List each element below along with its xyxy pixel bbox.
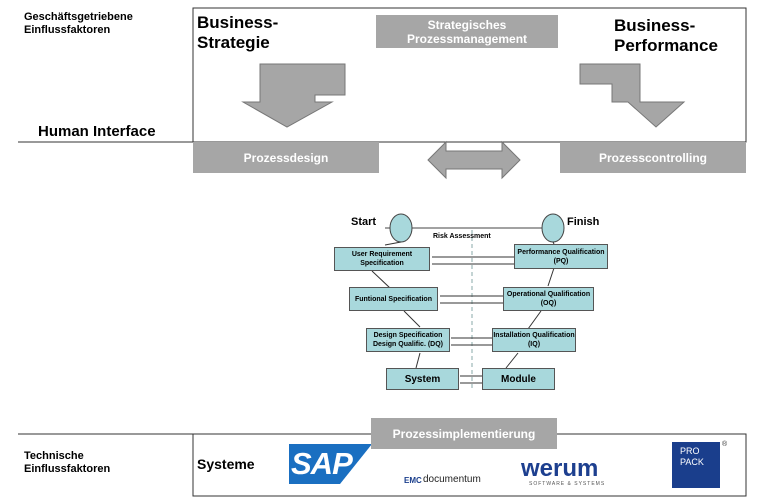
- werum-subtitle: SOFTWARE & SYSTEMS: [529, 481, 606, 487]
- strategic-pm-box: Strategisches Prozessmanagement: [376, 15, 558, 48]
- urs-box: User Requirement Specification: [334, 247, 430, 271]
- propack-logo-text: PRO PACK: [680, 446, 704, 467]
- process-controlling-box: Prozesscontrolling: [560, 142, 746, 173]
- business-strategy-label: Business-Strategie: [197, 13, 279, 52]
- business-performance-label: Business-Performance: [614, 16, 718, 55]
- vmodel-connectors: [371, 241, 555, 384]
- business-factors-label: Geschäftsgetriebene Einflussfaktoren: [24, 11, 133, 36]
- arrow-performance-to-controlling: [579, 63, 686, 128]
- oq-box: Operational Qualification (OQ): [503, 287, 594, 311]
- technical-factors-label: Technische Einflussfaktoren: [24, 450, 111, 475]
- propack-logo-box: [672, 442, 720, 488]
- documentum-logo-text: documentum: [423, 474, 481, 485]
- process-implementation-box: Prozessimplementierung: [371, 418, 557, 449]
- fs-box: Funtional Specification: [349, 287, 438, 311]
- werum-logo-text: werum: [521, 455, 599, 482]
- risk-assessment-label: Risk Assessment: [433, 233, 491, 240]
- finish-label: Finish: [567, 216, 600, 228]
- start-oval: [389, 213, 413, 243]
- human-interface-label: Human Interface: [38, 123, 156, 140]
- double-arrow-icon: [427, 140, 521, 180]
- ds-box: Design Specification Design Qualific. (D…: [366, 328, 450, 352]
- finish-oval: [541, 213, 565, 243]
- pq-box: Performance Qualification (PQ): [514, 244, 608, 269]
- arrow-strategy-to-design: [241, 63, 346, 128]
- emc-logo-text: EMC: [404, 476, 422, 485]
- sap-logo-shape: [289, 444, 372, 484]
- process-design-box: Prozessdesign: [193, 142, 379, 173]
- sap-logo-text: SAP: [291, 446, 353, 481]
- systems-label: Systeme: [197, 456, 255, 472]
- iq-box: Installation Qualification (IQ): [492, 328, 576, 352]
- registered-mark: ®: [722, 441, 728, 448]
- start-label: Start: [351, 216, 377, 228]
- module-box: Module: [482, 368, 555, 390]
- system-box: System: [386, 368, 459, 390]
